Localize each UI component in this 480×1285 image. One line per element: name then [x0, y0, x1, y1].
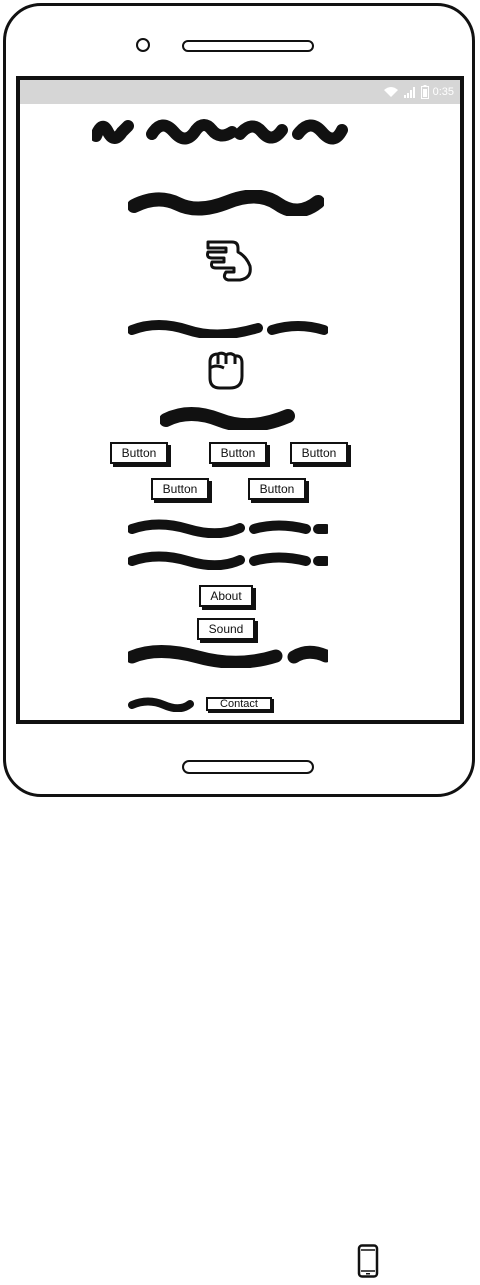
caption-scribble-2	[160, 407, 295, 430]
title-scribble	[92, 119, 348, 145]
caption-scribble-1	[128, 320, 328, 338]
home-button[interactable]	[182, 760, 314, 774]
text-line-scribble-1	[128, 519, 328, 538]
text-line-scribble-2	[128, 551, 328, 570]
option-button-3[interactable]: Button	[290, 442, 348, 464]
option-button-1[interactable]: Button	[110, 442, 168, 464]
contact-button[interactable]: Contact	[206, 697, 272, 711]
fist-icon	[204, 350, 248, 397]
signal-icon	[403, 86, 417, 98]
option-button-2[interactable]: Button	[209, 442, 267, 464]
about-button[interactable]: About	[199, 585, 253, 607]
status-time: 0:35	[432, 86, 454, 98]
sound-button[interactable]: Sound	[197, 618, 255, 640]
front-camera	[136, 38, 150, 52]
text-line-scribble-3	[128, 645, 328, 668]
smartphone-icon	[357, 1244, 379, 1283]
status-bar: 0:35	[20, 80, 460, 104]
phone-screen: 0:35 Button Button Button Button Button …	[16, 76, 464, 724]
option-button-5[interactable]: Button	[248, 478, 306, 500]
option-button-4[interactable]: Button	[151, 478, 209, 500]
earpiece-speaker	[182, 40, 314, 52]
contact-label-scribble	[128, 697, 194, 712]
wifi-icon	[383, 86, 399, 98]
battery-icon	[420, 85, 429, 99]
hand-pointing-icon	[204, 238, 254, 289]
subtitle-scribble	[128, 190, 324, 216]
